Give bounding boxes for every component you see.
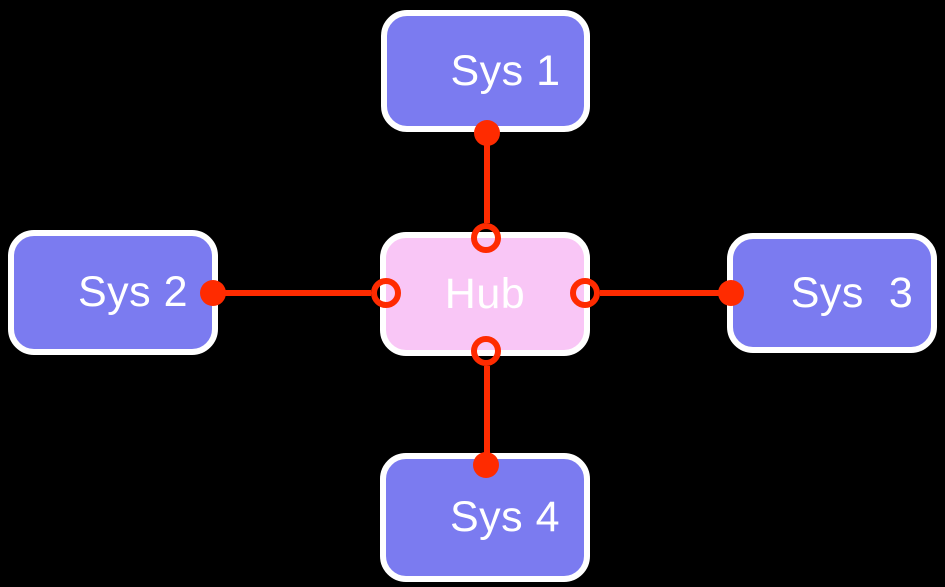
node-sys1-label: Sys 1 (450, 46, 561, 95)
node-sys4-label: Sys 4 (449, 493, 561, 541)
connector-hub-sys2 (213, 290, 371, 296)
endpoint-dot-sys4 (473, 452, 499, 478)
hub-port-ring-right (570, 278, 600, 308)
node-hub-label: Hub (444, 269, 526, 318)
node-sys3-label: Sys 3 (790, 268, 914, 317)
node-sys2-label: Sys 2 (77, 268, 189, 316)
endpoint-dot-sys3 (718, 280, 744, 306)
connector-hub-sys4 (484, 366, 490, 465)
connector-hub-sys1 (484, 133, 490, 223)
endpoint-dot-sys2 (200, 280, 226, 306)
hub-port-ring-bottom (471, 336, 501, 366)
node-sys2: Sys 2 (8, 230, 218, 355)
connector-hub-sys3 (600, 290, 731, 296)
hub-port-ring-left (371, 278, 401, 308)
hub-port-ring-top (471, 223, 501, 253)
endpoint-dot-sys1 (474, 120, 500, 146)
node-sys3: Sys 3 (727, 233, 937, 353)
node-sys1: Sys 1 (381, 10, 590, 132)
